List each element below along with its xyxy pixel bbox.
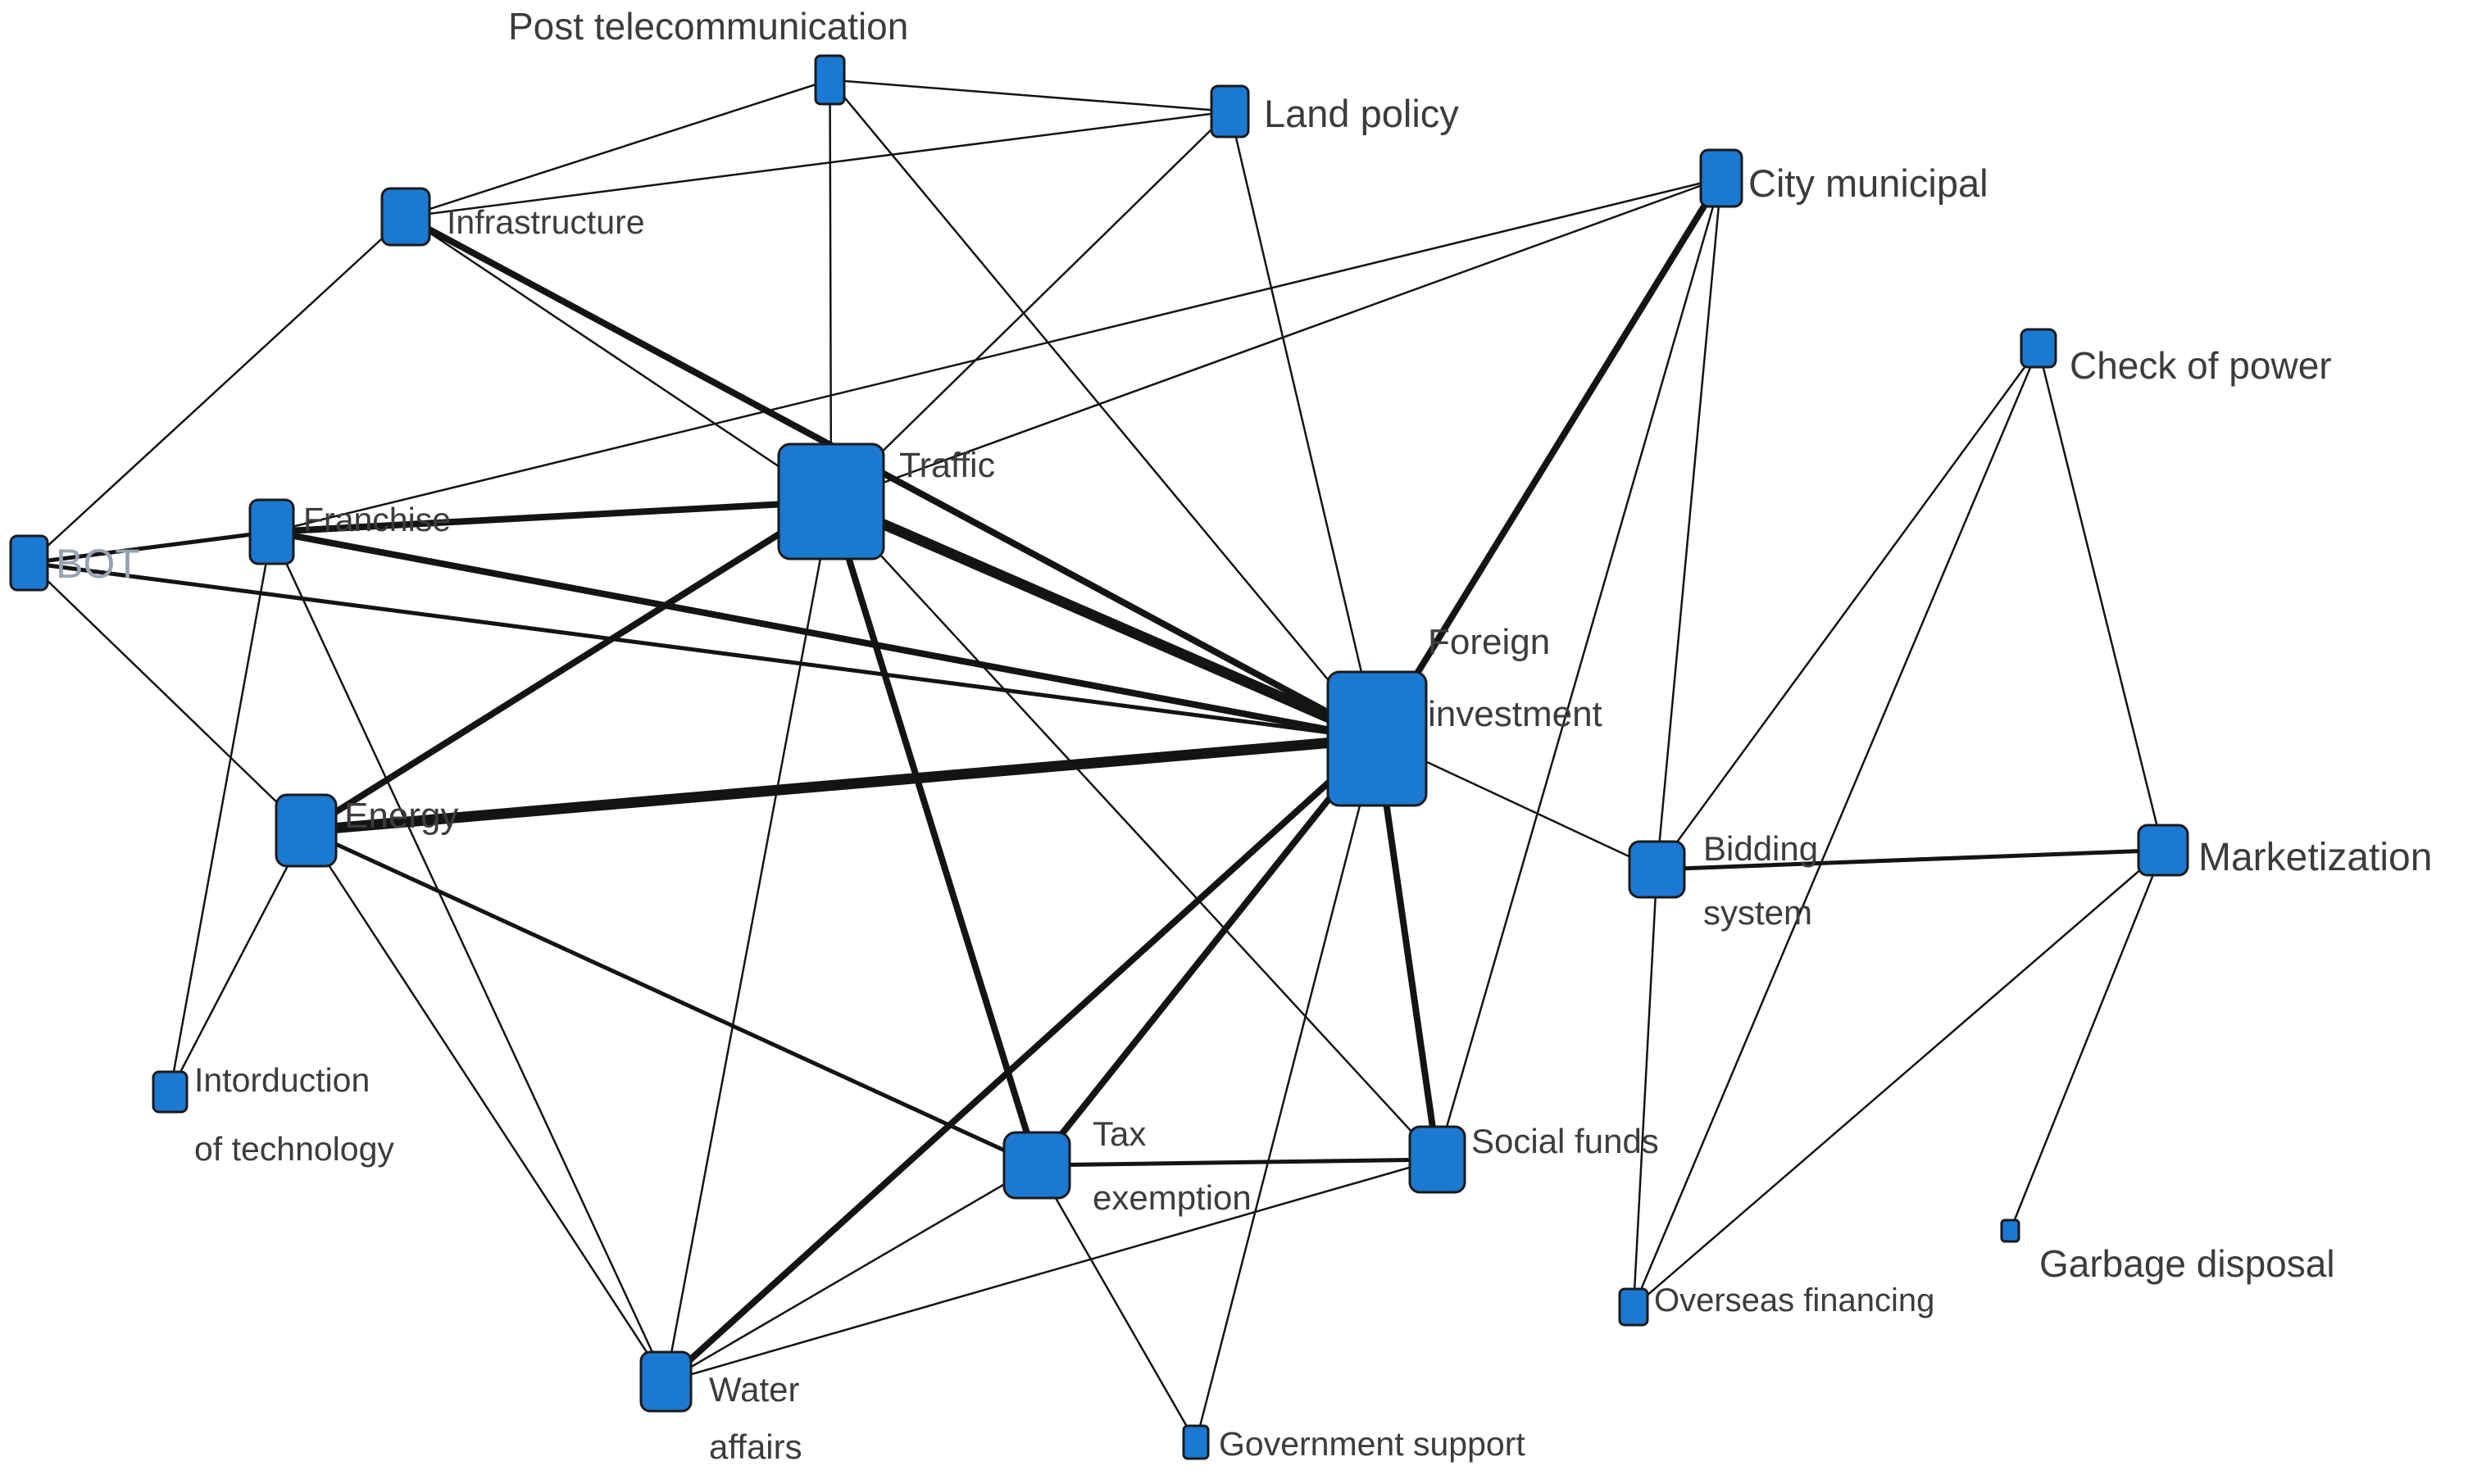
edges-layer: [27, 79, 2166, 1444]
label-overseas_financing: Overseas financing: [1654, 1282, 1934, 1318]
edge-energy--introduction_of_technology: [169, 829, 307, 1093]
edge-bidding_system--check_of_power: [1656, 347, 2040, 871]
edge-bot--foreign_investment: [27, 560, 1379, 741]
edge-infrastructure--land_policy: [404, 110, 1231, 218]
edge-city_municipal--franchise: [270, 177, 1723, 533]
edge-post_telecom--land_policy: [829, 79, 1231, 113]
label-foreign_investment-line2: investment: [1428, 694, 1602, 734]
label-social_funds: Social funds: [1471, 1122, 1659, 1160]
edge-city_municipal--traffic: [829, 177, 1723, 503]
label-post_telecom: Post telecommunication: [508, 5, 908, 48]
label-infrastructure: Infrastructure: [447, 203, 645, 241]
node-overseas_financing[interactable]: [1618, 1287, 1649, 1327]
edge-post_telecom--foreign_investment: [829, 79, 1379, 740]
node-water_affairs[interactable]: [639, 1350, 693, 1413]
label-bidding_system-line2: system: [1703, 893, 1812, 932]
edge-city_municipal--foreign_investment: [1374, 175, 1725, 742]
node-government_support[interactable]: [1182, 1424, 1210, 1460]
edge-bot--franchise: [27, 529, 274, 565]
label-traffic: Traffic: [899, 446, 995, 485]
edge-water_affairs--social_funds: [665, 1158, 1438, 1383]
label-bidding_system-line1: Bidding: [1703, 829, 1818, 868]
edge-bidding_system--overseas_financing: [1632, 868, 1658, 1309]
label-introduction_of_technology-line2: of technology: [194, 1130, 394, 1168]
edge-infrastructure--traffic: [404, 216, 833, 503]
edge-marketization--garbage_disposal: [2009, 849, 2165, 1232]
label-energy: Energy: [344, 796, 458, 836]
label-water_affairs-line1: Water: [709, 1370, 799, 1409]
edge-post_telecom--traffic: [829, 79, 833, 503]
node-post_telecom[interactable]: [814, 54, 846, 106]
edge-city_municipal--bidding_system: [1656, 177, 1723, 871]
edge-tax_exemption--water_affairs: [665, 1164, 1039, 1383]
label-foreign_investment-line1: Foreign: [1428, 622, 1550, 662]
label-water_affairs-line2: affairs: [709, 1427, 802, 1466]
node-introduction_of_technology[interactable]: [152, 1070, 189, 1114]
edge-franchise--foreign_investment: [268, 529, 1380, 742]
node-garbage_disposal[interactable]: [2000, 1219, 2020, 1243]
edge-traffic--energy: [302, 498, 834, 834]
edge-foreign_investment--government_support: [1194, 737, 1379, 1444]
label-bot: BOT: [56, 541, 140, 587]
edge-tax_exemption--government_support: [1035, 1164, 1198, 1444]
node-bot[interactable]: [9, 534, 49, 592]
node-foreign_investment[interactable]: [1326, 670, 1428, 807]
node-marketization[interactable]: [2137, 824, 2189, 877]
label-city_municipal: City municipal: [1748, 161, 1988, 205]
edge-infrastructure--bot: [28, 216, 407, 565]
node-tax_exemption[interactable]: [1002, 1131, 1071, 1200]
node-traffic[interactable]: [777, 442, 885, 560]
edge-traffic--tax_exemption: [828, 498, 1040, 1169]
edge-traffic--water_affairs: [665, 500, 833, 1383]
node-city_municipal[interactable]: [1699, 148, 1743, 208]
edge-traffic--social_funds: [829, 500, 1438, 1161]
node-land_policy[interactable]: [1210, 84, 1250, 138]
edge-foreign_investment--social_funds: [1374, 735, 1441, 1163]
node-infrastructure[interactable]: [380, 187, 431, 247]
edge-franchise--introduction_of_technology: [169, 530, 273, 1093]
edge-land_policy--foreign_investment: [1229, 110, 1379, 740]
edge-city_municipal--social_funds: [1436, 177, 1723, 1161]
label-franchise: Franchise: [303, 501, 451, 538]
label-tax_exemption-line2: exemption: [1093, 1178, 1252, 1217]
label-introduction_of_technology-line1: Intorduction: [194, 1061, 370, 1099]
label-marketization: Marketization: [2198, 836, 2432, 879]
nodes-layer: [9, 54, 2189, 1460]
edge-franchise--traffic: [268, 498, 834, 535]
label-government_support: Government support: [1219, 1425, 1525, 1463]
edge-energy--foreign_investment: [301, 733, 1383, 836]
edge-traffic--foreign_investment: [825, 496, 1383, 744]
label-tax_exemption-line1: Tax: [1093, 1114, 1146, 1153]
node-energy[interactable]: [275, 793, 338, 868]
edge-land_policy--traffic: [829, 110, 1231, 503]
label-land_policy: Land policy: [1264, 92, 1459, 135]
edge-foreign_investment--water_affairs: [662, 735, 1380, 1385]
edge-check_of_power--overseas_financing: [1632, 347, 2040, 1309]
edge-tax_exemption--social_funds: [1034, 1157, 1439, 1168]
edge-bidding_system--marketization: [1655, 848, 2166, 872]
edge-post_telecom--infrastructure: [404, 79, 831, 218]
label-garbage_disposal: Garbage disposal: [2039, 1242, 2335, 1285]
node-bidding_system[interactable]: [1628, 840, 1686, 899]
edge-foreign_investment--tax_exemption: [1034, 735, 1380, 1169]
node-check_of_power[interactable]: [2020, 328, 2057, 369]
edge-infrastructure--foreign_investment: [402, 213, 1380, 742]
node-franchise[interactable]: [248, 498, 295, 565]
node-social_funds[interactable]: [1408, 1125, 1466, 1194]
edge-bot--energy: [28, 561, 307, 832]
edge-franchise--water_affairs: [270, 530, 667, 1383]
edge-energy--tax_exemption: [304, 828, 1039, 1168]
edge-marketization--overseas_financing: [1632, 849, 2165, 1309]
edge-check_of_power--marketization: [2037, 347, 2165, 851]
edge-energy--water_affairs: [305, 829, 667, 1383]
label-check_of_power: Check of power: [2070, 344, 2332, 387]
